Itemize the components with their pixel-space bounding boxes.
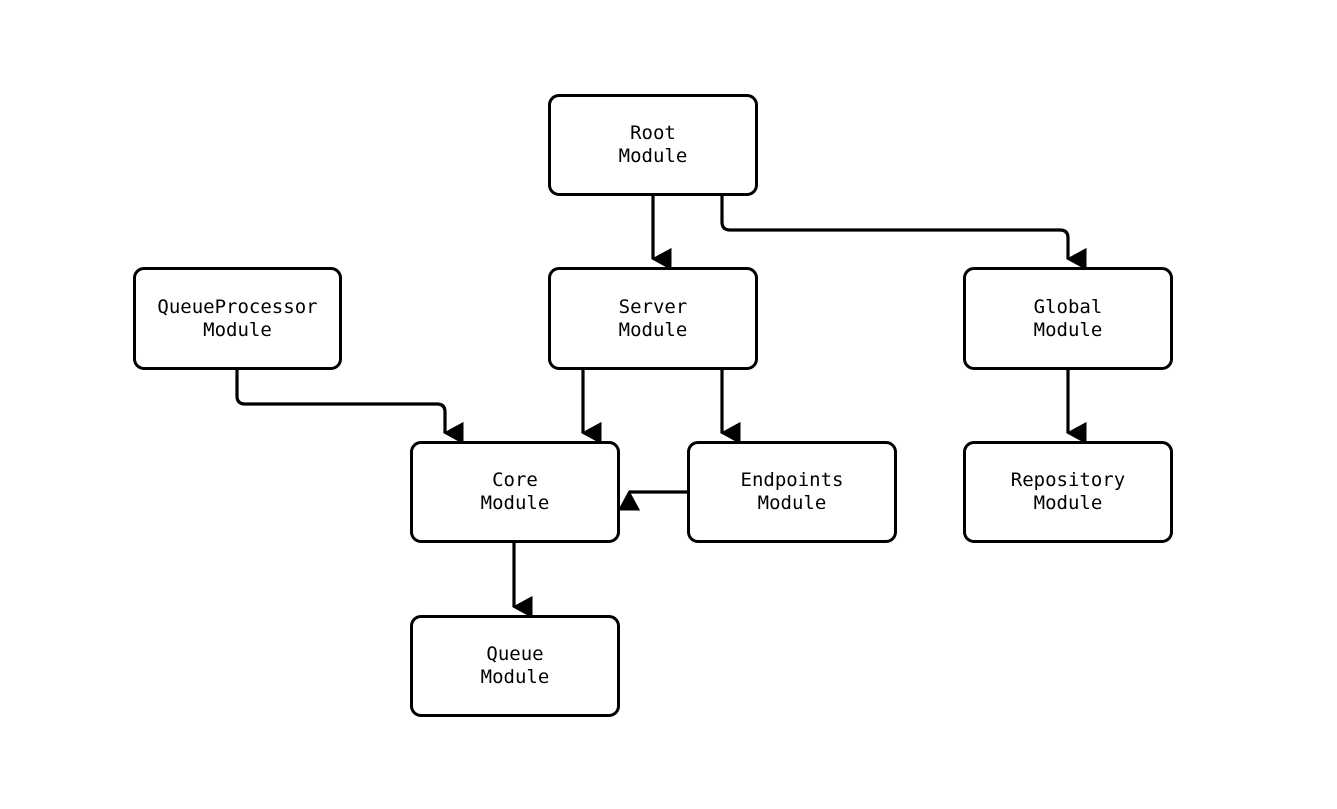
node-queueprocessor-module-label: QueueProcessor Module: [157, 295, 318, 341]
node-root-module[interactable]: Root Module: [548, 94, 758, 196]
edge-root-to-global: [720, 196, 1087, 271]
node-queueprocessor-module[interactable]: QueueProcessor Module: [133, 267, 342, 370]
node-repository-module-label: Repository Module: [1010, 469, 1126, 514]
node-repository-module[interactable]: Repository Module: [963, 441, 1173, 543]
node-queue-module-label: Queue Module: [480, 643, 550, 688]
node-root-module-label: Root Module: [618, 122, 688, 167]
node-queue-module[interactable]: Queue Module: [410, 615, 620, 717]
node-server-module-label: Server Module: [618, 295, 688, 341]
node-global-module-label: Global Module: [1033, 295, 1103, 341]
node-endpoints-module[interactable]: Endpoints Module: [687, 441, 897, 543]
node-core-module-label: Core Module: [480, 469, 550, 514]
node-core-module[interactable]: Core Module: [410, 441, 620, 543]
node-server-module[interactable]: Server Module: [548, 267, 758, 370]
node-endpoints-module-label: Endpoints Module: [740, 469, 844, 514]
node-global-module[interactable]: Global Module: [963, 267, 1173, 370]
edge-queueprocessor-to-core: [235, 370, 464, 445]
